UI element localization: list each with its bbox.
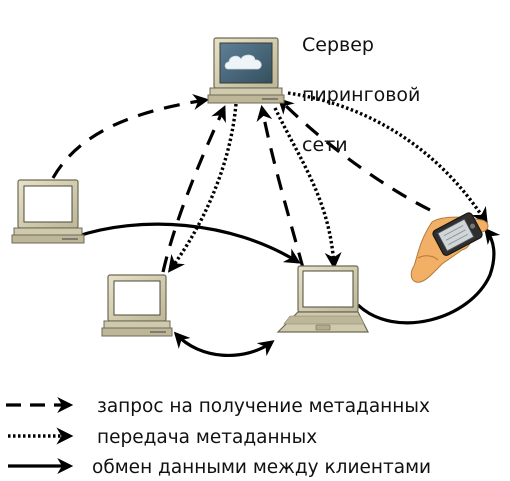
server-label-line-2: пиринговой bbox=[302, 84, 421, 106]
legend-request: запрос на получение метаданных bbox=[6, 396, 430, 417]
transfer-arrow-server-to-laptop bbox=[273, 107, 342, 270]
legend: запрос на получение метаданных передача … bbox=[6, 396, 431, 478]
laptop-client bbox=[276, 265, 369, 333]
legend-transfer: передача метаданных bbox=[8, 427, 317, 448]
legend-exchange: обмен данными между клиентами bbox=[8, 457, 431, 478]
cloud-icon bbox=[224, 54, 262, 70]
legend-exchange-label: обмен данными между клиентами bbox=[92, 457, 431, 478]
request-arrow-laptop-to-server bbox=[256, 104, 305, 269]
transfer-arrow-server-to-pda bbox=[287, 91, 488, 225]
request-arrow-bottomleft-to-server bbox=[161, 105, 226, 273]
exchange-arrows bbox=[74, 222, 501, 358]
request-arrows bbox=[51, 94, 431, 273]
transfer-arrows bbox=[167, 91, 488, 273]
server-computer bbox=[207, 37, 285, 104]
pda-in-hand-client bbox=[410, 212, 489, 283]
legend-request-label: запрос на получение метаданных bbox=[97, 396, 430, 417]
server-label-line-1: Сервер bbox=[302, 34, 374, 56]
exchange-arrow-left-to-laptop bbox=[74, 222, 301, 264]
transfer-arrow-server-to-bottomleft bbox=[167, 103, 238, 273]
request-arrow-left-to-server bbox=[51, 94, 210, 179]
server-label: Сервер пиринговой сети bbox=[302, 8, 482, 183]
desktop-client-left bbox=[11, 179, 85, 244]
exchange-arrow-laptop-to-pda bbox=[356, 227, 501, 325]
legend-transfer-label: передача метаданных bbox=[97, 427, 317, 448]
desktop-client-bottom-left bbox=[101, 274, 173, 337]
exchange-arrow-bottomleft-laptop bbox=[173, 331, 275, 358]
request-arrow-pda-to-server bbox=[277, 97, 431, 212]
server-label-line-3: сети bbox=[302, 134, 348, 156]
